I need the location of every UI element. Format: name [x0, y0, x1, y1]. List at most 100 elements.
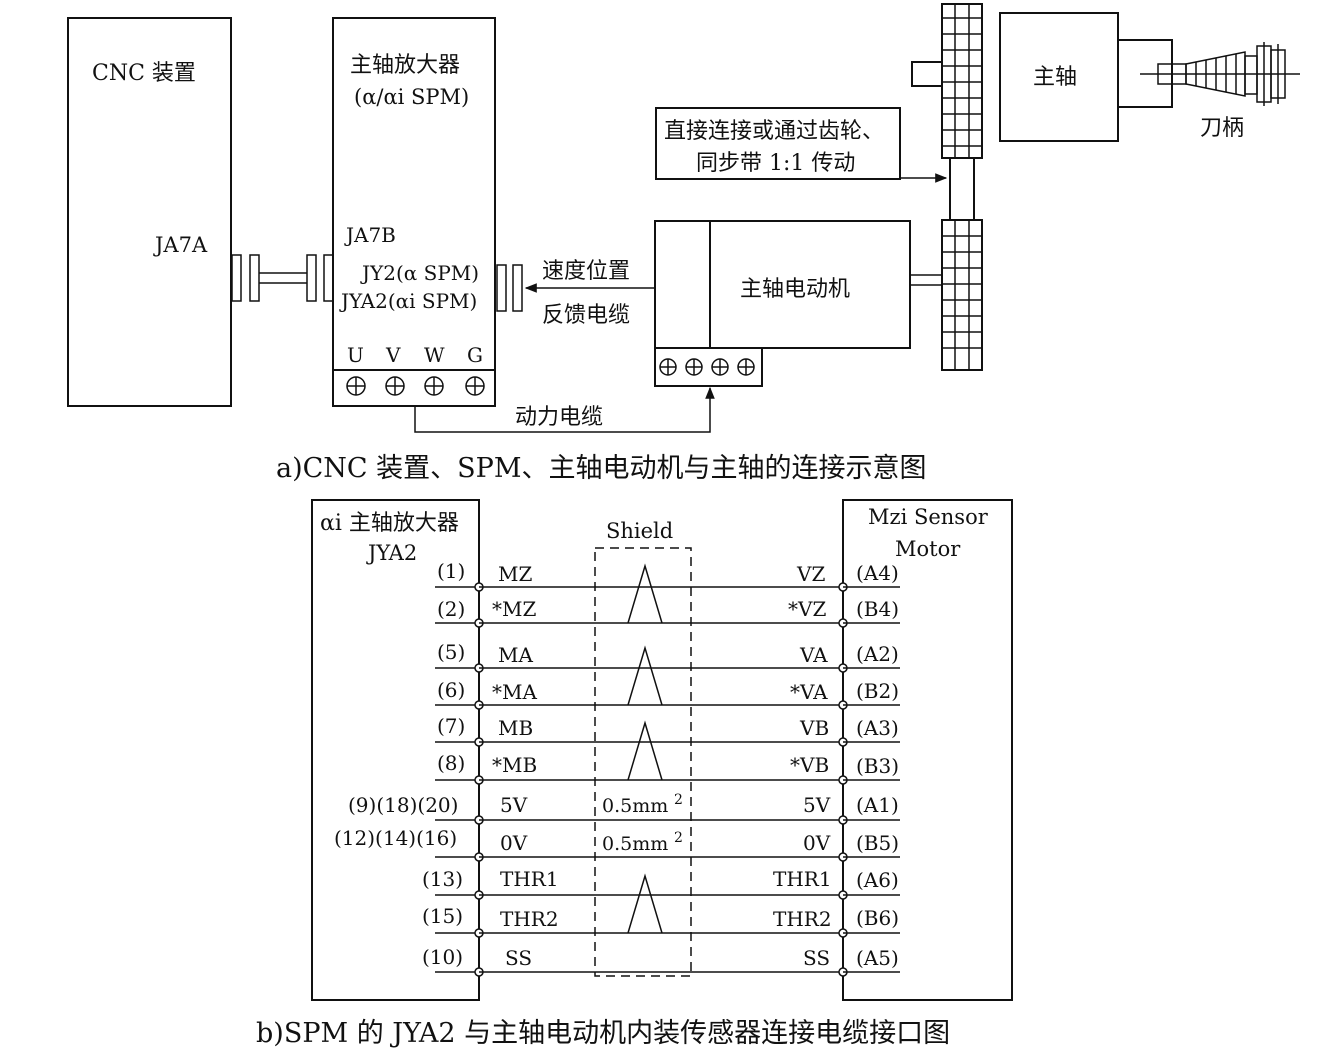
caption-a: a)CNC 装置、SPM、主轴电动机与主轴的连接示意图	[276, 453, 926, 484]
svg-text:THR2: THR2	[773, 907, 832, 931]
left-title-2: JYA2	[366, 541, 417, 565]
signal-row: (5) MA VA (A2)	[435, 640, 900, 673]
svg-text:*VB: *VB	[790, 753, 829, 777]
cnc-label: CNC 装置	[92, 61, 196, 86]
svg-text:*VZ: *VZ	[788, 597, 826, 621]
svg-text:(7): (7)	[437, 714, 465, 738]
svg-text:0.5mm: 0.5mm	[602, 833, 668, 855]
sensor-box	[842, 499, 1013, 1001]
svg-text:MB: MB	[498, 716, 533, 740]
spindle-rear-shaft	[911, 61, 943, 87]
svg-text:(8): (8)	[437, 751, 465, 775]
svg-text:VA: VA	[799, 643, 828, 667]
svg-text:(B6): (B6)	[856, 906, 899, 930]
jya2-box	[311, 499, 480, 1001]
svg-text:5V: 5V	[500, 793, 528, 817]
cnc-port-ja7a: JA7A	[153, 233, 208, 257]
lower-gear	[941, 219, 983, 371]
right-title-2: Motor	[895, 537, 961, 561]
power-cable-label: 动力电缆	[515, 405, 603, 430]
belt	[949, 158, 975, 220]
signal-row: (10) SS SS (A5)	[422, 945, 900, 977]
twisted-pair-peaks	[627, 563, 663, 934]
svg-text:(A2): (A2)	[856, 642, 899, 666]
svg-text:2: 2	[674, 830, 683, 846]
terminal-u: U	[347, 343, 364, 367]
caption-b: b)SPM 的 JYA2 与主轴电动机内装传感器连接电缆接口图	[256, 1018, 950, 1049]
signal-row: (13) THR1 THR1 (A6)	[422, 867, 900, 900]
left-title-1: αi 主轴放大器	[320, 511, 459, 536]
terminal-v: V	[385, 343, 401, 367]
svg-text:(6): (6)	[437, 678, 465, 702]
svg-text:(A1): (A1)	[856, 793, 899, 817]
spm-port-jy2: JY2(α SPM)	[360, 261, 479, 285]
motor-terminal-screws	[659, 358, 755, 376]
signal-row: (8) *MB *VB (B3)	[435, 751, 900, 785]
svg-text:VZ: VZ	[796, 562, 825, 586]
svg-text:(B2): (B2)	[856, 679, 899, 703]
svg-text:(10): (10)	[422, 945, 463, 969]
svg-text:VB: VB	[799, 716, 829, 740]
terminal-w: W	[424, 343, 445, 367]
svg-text:*VA: *VA	[790, 680, 828, 704]
tool-holder-icon	[1157, 42, 1286, 106]
svg-text:(2): (2)	[437, 597, 465, 621]
signal-row: (9)(18)(20) 5V 0.5mm 2 5V (A1)	[348, 792, 900, 825]
svg-text:SS: SS	[803, 946, 830, 970]
svg-text:(5): (5)	[437, 640, 465, 664]
coupling-note-2: 同步带 1:1 传动	[696, 151, 855, 176]
svg-text:(B5): (B5)	[856, 831, 899, 855]
signal-row: (12)(14)(16) 0V 0.5mm 2 0V (B5)	[334, 826, 900, 862]
spm-title: 主轴放大器	[350, 53, 460, 78]
svg-text:(A5): (A5)	[856, 946, 899, 970]
svg-text:SS: SS	[505, 946, 532, 970]
svg-text:0V: 0V	[803, 831, 831, 855]
upper-gear	[941, 3, 983, 159]
signal-row: (15) THR2 THR2 (B6)	[422, 904, 900, 938]
svg-text:*MA: *MA	[492, 680, 537, 704]
signal-row: (7) MB VB (A3)	[435, 714, 900, 747]
svg-text:(1): (1)	[437, 559, 465, 583]
signal-row: (1) MZ VZ (A4)	[435, 559, 900, 592]
svg-text:(12)(14)(16): (12)(14)(16)	[334, 826, 457, 850]
svg-text:MA: MA	[498, 643, 533, 667]
right-title-1: Mzi Sensor	[868, 505, 989, 529]
svg-text:*MB: *MB	[492, 753, 537, 777]
svg-text:THR1: THR1	[500, 867, 559, 891]
cnc-box	[67, 17, 232, 407]
coupling-note-box	[655, 107, 901, 180]
svg-text:5V: 5V	[803, 793, 831, 817]
svg-text:(13): (13)	[422, 867, 463, 891]
terminal-g: G	[467, 343, 483, 367]
ja7a-connector	[231, 254, 334, 302]
spm-port-jya2: JYA2(αi SPM)	[339, 289, 477, 313]
coupling-note-1: 直接连接或通过齿轮、	[664, 119, 884, 144]
signal-rows: (1) MZ VZ (A4) (2) *MZ *VZ (B4) (5) MA V…	[334, 559, 900, 977]
svg-text:(B4): (B4)	[856, 597, 899, 621]
feedback-label-2: 反馈电缆	[542, 303, 630, 328]
signal-row: (2) *MZ *VZ (B4)	[435, 597, 900, 628]
tool-holder-label: 刀柄	[1200, 116, 1244, 141]
signal-row: (6) *MA *VA (B2)	[435, 678, 900, 710]
svg-text:(B3): (B3)	[856, 754, 899, 778]
power-cable	[414, 386, 715, 433]
spm-port-ja7b: JA7B	[344, 223, 396, 247]
spm-subtitle: (α/αi SPM)	[354, 85, 469, 109]
svg-text:THR1: THR1	[773, 867, 832, 891]
jy2-connector	[496, 264, 523, 312]
feedback-label-1: 速度位置	[542, 259, 630, 284]
svg-text:MZ: MZ	[498, 562, 532, 586]
svg-text:(A4): (A4)	[856, 561, 899, 585]
shield-label: Shield	[606, 519, 673, 543]
motor-terminal-block	[654, 347, 763, 387]
spindle-label: 主轴	[1033, 65, 1077, 90]
svg-text:THR2: THR2	[500, 907, 559, 931]
svg-text:(A6): (A6)	[856, 868, 899, 892]
shield-outline	[594, 547, 692, 977]
svg-text:(A3): (A3)	[856, 716, 899, 740]
svg-text:2: 2	[674, 792, 683, 808]
spm-box	[332, 17, 496, 407]
motor-label: 主轴电动机	[740, 277, 850, 302]
svg-text:(15): (15)	[422, 904, 463, 928]
